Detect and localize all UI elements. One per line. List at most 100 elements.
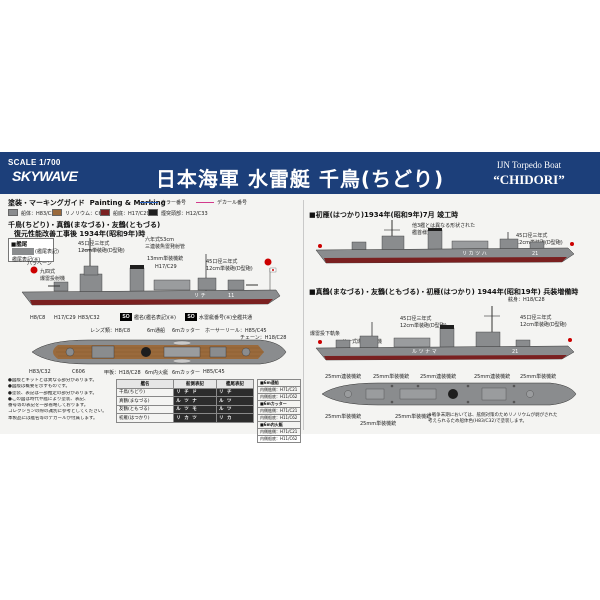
wartime-hull-number: 21 — [512, 349, 518, 355]
table-cell-stern: ル ツ — [215, 396, 255, 406]
callout-front-gun: 45口径三年式 12cm単装砲(D型砲) — [78, 241, 125, 254]
plan-callout-deck: 甲板：H18/C28 — [104, 370, 141, 376]
ship-marking-table: 艦名 舷側表記 艦尾表記 千鳥(ちどり)リ チ ドリ チ真鶴(まなづる)ル ツ … — [115, 379, 255, 423]
table-cell-name: 初雁(はつかり) — [115, 413, 175, 423]
table-header-side: 舷側表記 — [173, 379, 217, 389]
hull-marking-text: リ チ — [194, 293, 206, 299]
so-badge-a: SO — [120, 313, 132, 321]
table-row: 初雁(はつかり)リ カ ツリ カ — [115, 413, 255, 423]
table-row: 内側船底：H11/C62 — [257, 435, 301, 443]
boat-cell-title: ■6m通船 — [257, 379, 301, 387]
note-line: ●この図は時代や艦により塗装、表記、 — [8, 396, 89, 402]
hatsukari-hull-number: 21 — [532, 251, 538, 257]
color-swatch — [148, 209, 158, 216]
so-badge-b: SO — [185, 313, 197, 321]
table-cell-side: ル ツ モ — [173, 404, 217, 414]
table-cell-side: リ カ ツ — [173, 413, 217, 423]
hatsukari-bow-flag-icon — [318, 244, 322, 248]
callout-machine-gun: 13mm単装機銃 — [147, 256, 184, 262]
section-divider — [303, 200, 304, 430]
stern-box-title: ■艦尾 — [11, 242, 28, 248]
note-line: 番号等の表記を一部省略しております。 — [8, 403, 89, 409]
hatsukari-side-profile: リ カ ツ ハ 21 — [315, 220, 575, 264]
plan-callout-linoleum: C606 — [72, 369, 86, 375]
table-row: ■6m通船 — [257, 379, 301, 387]
stern-marking-box: ■艦尾 (艦尾表記) 艦尾表記(※) — [8, 238, 59, 263]
left-section-subtitle: 復元性能改善工事後 1934年(昭和9年)時 — [14, 230, 146, 238]
color-swatch-label: 煙突頭部：H12/C33 — [161, 211, 208, 217]
right-top-note: 他3艦とは異なる形状された 艦首様式 — [412, 223, 476, 236]
scale-label: SCALE 1/700 — [8, 158, 61, 167]
color-swatch — [52, 209, 62, 216]
callout-rear-gun: 45口径三年式 12cm単装砲(D型砲) — [206, 259, 253, 272]
plan-gun-label: 25mm連装機銃 — [325, 374, 362, 380]
wartime-stern-flag-icon — [318, 340, 322, 344]
table-row: 真鶴(まなづる)ル ツ ナル ツ — [115, 396, 255, 406]
table-cell-stern: ル ツ — [215, 404, 255, 414]
table-cell-side: リ チ ド — [173, 387, 217, 397]
callout-torpedo-tube: 六年式53cm 三連装魚雷発射管 — [145, 237, 186, 250]
callout-cutter-boat: 6m通船 — [147, 328, 166, 334]
boat-cell-title: ■6mカッター — [257, 400, 301, 408]
color-code-legend: カラー番号 — [161, 200, 187, 206]
boat-cell-b: 内側船底：H11/C62 — [257, 435, 301, 443]
callout-h8: H8/C8 — [30, 315, 46, 321]
table-cell-name: 真鶴(まなづる) — [115, 396, 175, 406]
wartime-bow-flag-icon — [568, 338, 572, 342]
callout-h83: H83/C32 — [78, 315, 100, 321]
plan-callout-h83: H83/C32 — [29, 369, 51, 375]
stern-marker-icon — [264, 258, 272, 266]
left-section-title: 千鳥(ちどり)・真鶴(まなづる)・友鶴(ともづる) — [8, 221, 161, 229]
plan-gun-label: 25mm連装機銃 — [420, 374, 457, 380]
callout-cutter: 6mカッター — [172, 328, 201, 334]
chidori-side-profile: リ チ 11 — [21, 238, 281, 306]
table-row: 内側舷側：H71/C21 — [257, 386, 301, 394]
callout-depth-rail: 爆雷投下軌条 — [310, 331, 341, 337]
note-line: ●塗装、表記は一部推定の部分があります。 — [8, 390, 97, 396]
table-row: 内側舷側：H71/C21 — [257, 428, 301, 436]
plan-callout-boat: 6m内火艇 — [145, 370, 169, 376]
table-header-name: 艦名 — [115, 379, 175, 389]
callout-gun-b: 45口径三年式 12cm単装砲(D型砲) — [520, 315, 567, 328]
boat-cell-a: 内側舷側：H71/C21 — [257, 386, 301, 394]
painting-guide-title: 塗装・マーキングガイド Painting & Marking — [8, 199, 166, 207]
table-header-stern: 艦尾表記 — [215, 379, 255, 389]
so-b-label: 水雷艇番号(※)全艦共通 — [199, 315, 253, 321]
hull-number-text: 11 — [228, 293, 234, 299]
table-cell-stern: リ チ — [215, 387, 255, 397]
plan-gun-label: 25mm連装機銃 — [474, 374, 511, 380]
bow-marker-icon — [30, 266, 38, 274]
hatsukari-hull-text: リ カ ツ ハ — [462, 251, 487, 257]
color-swatch — [8, 209, 18, 216]
wartime-plan-view — [321, 382, 577, 406]
plan-callout-reel: H85/C45 — [203, 369, 225, 375]
table-row: 千鳥(ちどり)リ チ ドリ チ — [115, 387, 255, 397]
so-a-label: 艦名(艦名表記)(※) — [134, 315, 176, 321]
wartime-side-profile: ル ツ ナ マ 21 — [315, 306, 575, 361]
header-band — [0, 152, 600, 194]
plan-gun-label-low: 25mm単装機銃 — [395, 414, 432, 420]
note-line: 本製品には艦名等のデカールが付属します。 — [8, 415, 98, 421]
callout-mast: 舷身：H18/C28 — [508, 297, 545, 303]
callout-hose-reel: ホーサーリール：H85/C45 — [205, 328, 267, 334]
note-line: ●図版とキットとは異なる部分があります。 — [8, 378, 97, 383]
table-cell-stern: リ カ — [215, 413, 255, 423]
color-swatch — [100, 209, 110, 216]
callout-gun-a: 45口径三年式 12cm単装砲(D型砲) — [400, 316, 447, 329]
plan-callout-cutter: 6mカッター — [172, 370, 201, 376]
table-cell-side: ル ツ ナ — [173, 396, 217, 406]
callout-chain: チェーン：H18/C28 — [240, 335, 287, 341]
decal-code-line-icon — [196, 202, 214, 203]
page-title: 日本海軍 水雷艇 千鳥(ちどり) — [155, 167, 445, 191]
notes-list: ●図版とキットとは異なる部分があります。●図版は概要を示すものです。●塗装、表記… — [8, 378, 122, 422]
wartime-footnote: ※戦争末期においては、舷側対策のためリノリウムが剥がされた 考えられるため船体色… — [428, 413, 558, 424]
right-bottom-title: ■真鶴(まなづる)・友鶴(ともづる)・初雁(はつかり) 1944年(昭和19年)… — [309, 288, 579, 296]
boat-cell-title: ■6m内火艇 — [257, 421, 301, 429]
brand-logo: SKYWAVE — [12, 168, 78, 184]
decal-code-legend: デカール番号 — [217, 200, 248, 206]
stern-marking-sample — [12, 248, 34, 255]
table-row: 内側船底：H11/C62 — [257, 393, 301, 401]
plan-gun-label: 25mm単装機銃 — [520, 374, 557, 380]
note-line: コレクションの際の識別に参考としてください。 — [8, 409, 107, 415]
boat-cell-b: 内側船底：H11/C62 — [257, 393, 301, 401]
